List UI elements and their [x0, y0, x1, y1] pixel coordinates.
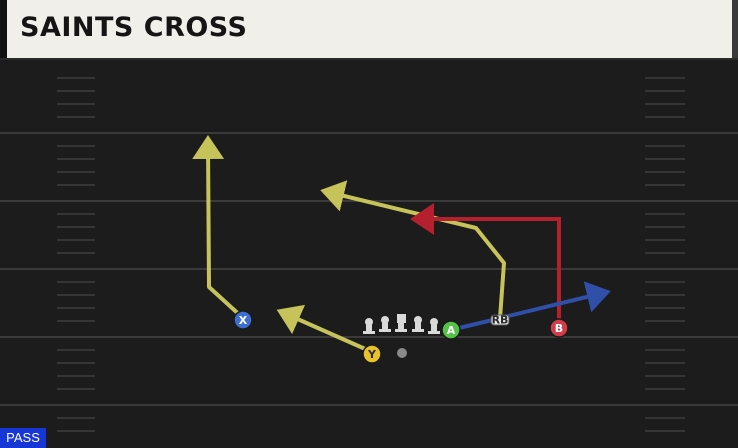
field-surface [0, 60, 738, 448]
lineman-lg [379, 316, 391, 332]
route-b-dig[interactable] [410, 203, 561, 327]
hash-marks-right [645, 77, 685, 432]
play-type-badge: PASS [0, 428, 46, 448]
player-y[interactable]: Y [362, 344, 382, 364]
route-x-go[interactable] [192, 135, 245, 320]
player-rb[interactable]: RB [490, 314, 510, 327]
player-a[interactable]: A [441, 320, 461, 340]
offensive-line [363, 314, 440, 334]
play-field[interactable]: RB X Y A B [0, 60, 738, 448]
hash-marks-left [57, 77, 95, 432]
player-x-label: X [239, 314, 248, 327]
lineman-lt [363, 318, 375, 334]
player-a-label: A [447, 324, 456, 337]
route-y-block[interactable] [276, 304, 373, 354]
quarterback-marker[interactable] [397, 348, 407, 358]
play-header: SAINTS CROSS [0, 0, 738, 58]
yard-lines [0, 132, 738, 406]
route-rb-corner[interactable] [320, 180, 506, 319]
player-b[interactable]: B [549, 318, 569, 338]
center [395, 314, 407, 332]
player-x[interactable]: X [233, 310, 253, 330]
rb-label: RB [492, 314, 509, 327]
player-b-label: B [555, 322, 563, 335]
player-y-label: Y [367, 348, 377, 361]
route-a-flat[interactable] [450, 281, 611, 332]
header-accent [0, 0, 7, 58]
lineman-rg [412, 316, 424, 332]
lineman-rt [428, 318, 440, 334]
play-title: SAINTS CROSS [20, 12, 248, 43]
